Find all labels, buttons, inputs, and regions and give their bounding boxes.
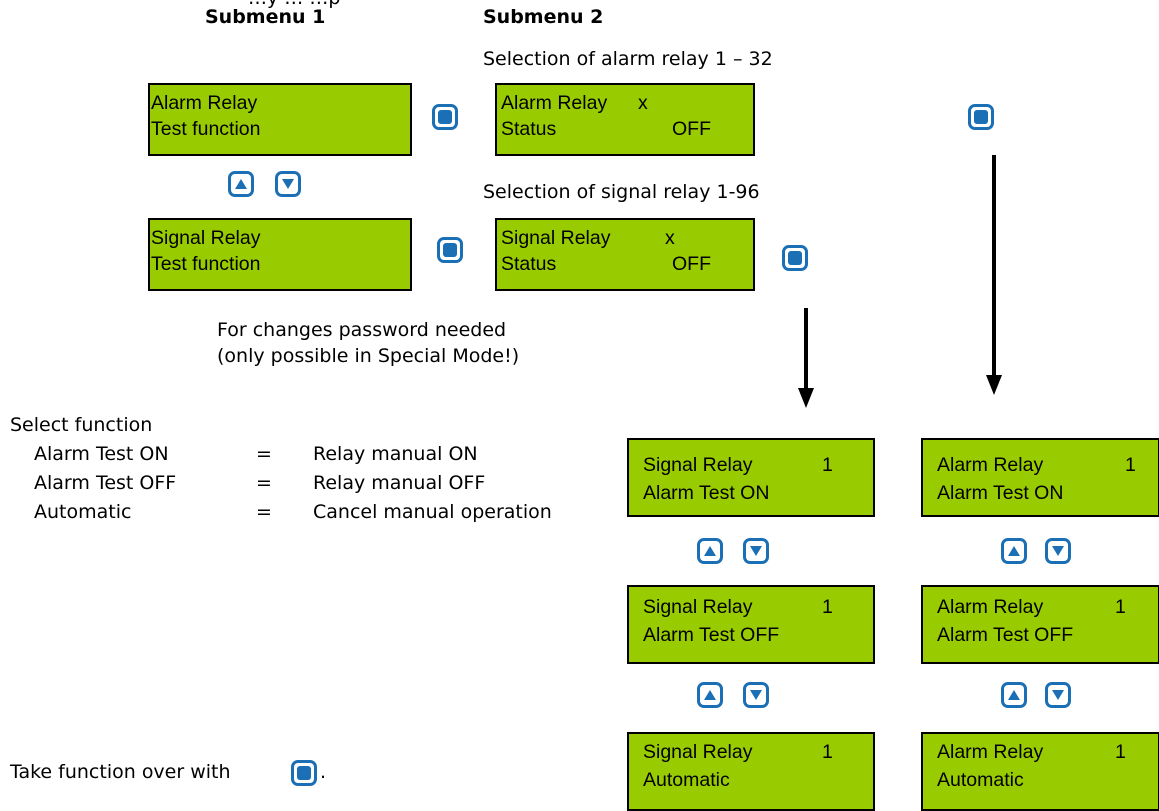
lcd-line-1-value: 1 bbox=[1115, 741, 1126, 763]
take-over-text: Take function over with bbox=[10, 761, 231, 783]
lcd-line-1-value: 1 bbox=[822, 596, 833, 618]
lcd-line-1-label: Signal Relay bbox=[643, 741, 753, 763]
cut-off-top-text: …y … …p bbox=[248, 0, 340, 10]
lcd-signal-relay-test-on: Signal Relay 1 Alarm Test ON bbox=[627, 438, 875, 517]
submenu2-heading: Submenu 2 bbox=[483, 6, 604, 28]
enter-button-icon bbox=[782, 245, 808, 271]
lcd-line-1-label: Alarm Relay bbox=[937, 596, 1044, 618]
submenu1-heading: Submenu 1 bbox=[205, 6, 326, 28]
lcd-line-1-label: Signal Relay bbox=[643, 454, 753, 476]
lcd-line-2: Test function bbox=[151, 118, 261, 140]
lcd-alarm-relay-status: Alarm Relay x Status OFF bbox=[495, 83, 755, 156]
lcd-line-2: Alarm Test ON bbox=[937, 482, 1064, 504]
lcd-line-1-value: 1 bbox=[1115, 596, 1126, 618]
function-name: Alarm Test ON bbox=[34, 443, 169, 465]
lcd-line-2: Test function bbox=[151, 253, 261, 275]
down-arrow-button-icon bbox=[743, 682, 769, 708]
lcd-signal-relay-test-off: Signal Relay 1 Alarm Test OFF bbox=[627, 585, 875, 664]
lcd-line-2-value: OFF bbox=[672, 253, 711, 275]
lcd-line-1-value: x bbox=[665, 227, 675, 249]
lcd-alarm-relay-automatic: Alarm Relay 1 Automatic bbox=[921, 732, 1159, 811]
lcd-line-2: Alarm Test OFF bbox=[643, 624, 780, 646]
select-function-heading: Select function bbox=[10, 414, 153, 436]
up-arrow-button-icon bbox=[1001, 538, 1027, 564]
lcd-signal-relay-status: Signal Relay x Status OFF bbox=[495, 218, 755, 291]
up-arrow-button-icon bbox=[697, 538, 723, 564]
lcd-line-2-value: OFF bbox=[672, 118, 711, 140]
lcd-line-2: Automatic bbox=[937, 769, 1024, 791]
password-note-line2: (only possible in Special Mode!) bbox=[217, 345, 520, 367]
lcd-line-1-value: 1 bbox=[822, 454, 833, 476]
lcd-line-2: Alarm Test OFF bbox=[937, 624, 1074, 646]
down-arrow-button-icon bbox=[1045, 538, 1071, 564]
flow-arrow-alarm bbox=[986, 155, 1002, 395]
down-arrow-button-icon bbox=[1045, 682, 1071, 708]
lcd-alarm-relay-test-on: Alarm Relay 1 Alarm Test ON bbox=[921, 438, 1159, 517]
function-equals: = bbox=[256, 501, 272, 523]
lcd-line-1-label: Alarm Relay bbox=[937, 454, 1044, 476]
function-name: Alarm Test OFF bbox=[34, 472, 177, 494]
enter-button-icon bbox=[291, 760, 317, 786]
lcd-line-1-label: Signal Relay bbox=[643, 596, 753, 618]
alarm-selection-note: Selection of alarm relay 1 – 32 bbox=[483, 48, 773, 70]
lcd-signal-relay-automatic: Signal Relay 1 Automatic bbox=[627, 732, 875, 811]
lcd-line-2: Alarm Test ON bbox=[643, 482, 770, 504]
function-equals: = bbox=[256, 472, 272, 494]
lcd-alarm-relay-test-off: Alarm Relay 1 Alarm Test OFF bbox=[921, 585, 1159, 664]
flow-arrow-signal bbox=[798, 308, 814, 408]
up-arrow-button-icon bbox=[1001, 682, 1027, 708]
up-arrow-button-icon bbox=[697, 682, 723, 708]
function-desc: Cancel manual operation bbox=[313, 501, 552, 523]
lcd-line-1: Alarm Relay bbox=[151, 92, 258, 114]
lcd-line-1-label: Signal Relay bbox=[501, 227, 611, 249]
take-over-period: . bbox=[320, 761, 327, 783]
down-arrow-button-icon bbox=[275, 171, 301, 197]
enter-button-icon bbox=[437, 237, 463, 263]
lcd-signal-relay-test-function: Signal Relay Test function bbox=[148, 218, 412, 291]
password-note-line1: For changes password needed bbox=[217, 319, 507, 341]
lcd-line-1-value: 1 bbox=[822, 741, 833, 763]
lcd-line-1-value: x bbox=[638, 92, 648, 114]
up-arrow-button-icon bbox=[228, 171, 254, 197]
enter-button-icon bbox=[432, 104, 458, 130]
lcd-line-2: Automatic bbox=[643, 769, 730, 791]
function-desc: Relay manual ON bbox=[313, 443, 478, 465]
function-name: Automatic bbox=[34, 501, 132, 523]
down-arrow-button-icon bbox=[743, 538, 769, 564]
lcd-line-1-label: Alarm Relay bbox=[937, 741, 1044, 763]
lcd-line-1: Signal Relay bbox=[151, 227, 261, 249]
lcd-line-1-label: Alarm Relay bbox=[501, 92, 608, 114]
function-equals: = bbox=[256, 443, 272, 465]
lcd-line-2-label: Status bbox=[501, 253, 557, 275]
lcd-line-1-value: 1 bbox=[1125, 454, 1136, 476]
signal-selection-note: Selection of signal relay 1-96 bbox=[483, 181, 760, 203]
function-desc: Relay manual OFF bbox=[313, 472, 486, 494]
enter-button-icon bbox=[968, 104, 994, 130]
lcd-alarm-relay-test-function: Alarm Relay Test function bbox=[148, 83, 412, 156]
lcd-line-2-label: Status bbox=[501, 118, 557, 140]
